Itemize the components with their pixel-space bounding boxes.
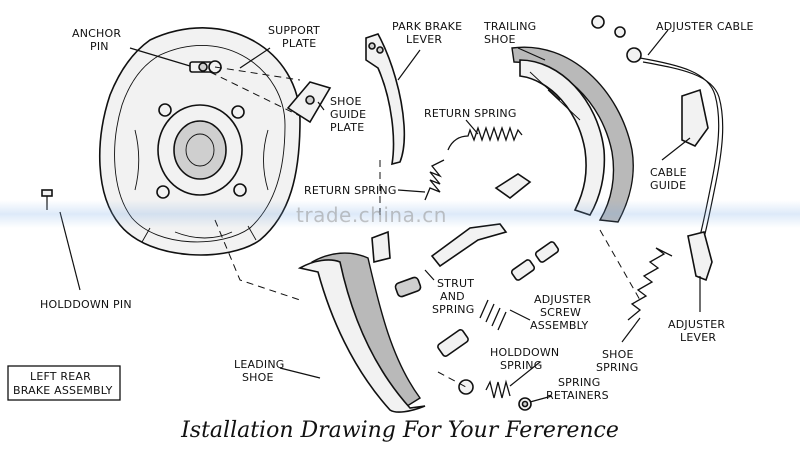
adjuster-screw-part xyxy=(437,241,560,357)
return-spring-top-part xyxy=(447,125,523,151)
label-adjuster-lever: ADJUSTER LEVER xyxy=(668,318,729,344)
label-shoe-spring: SHOE SPRING xyxy=(596,348,638,374)
label-holddown-spring: HOLDDOWN SPRING xyxy=(490,346,563,372)
label-leading-shoe: LEADING SHOE xyxy=(234,358,288,384)
caption: Istallation Drawing For Your Fererence xyxy=(181,418,619,443)
label-trailing-shoe: TRAILING SHOE xyxy=(483,20,540,46)
label-strut-and-spring: STRUT AND SPRING xyxy=(432,277,478,316)
adjuster-cable-part xyxy=(591,15,724,239)
adjuster-lever-part xyxy=(687,231,713,282)
leader-lines xyxy=(59,29,701,403)
anchor-pin-part xyxy=(189,60,222,74)
assembly-guide-lines xyxy=(209,66,641,388)
left-rear-label-box xyxy=(7,365,121,401)
label-return-spring-top: RETURN SPRING xyxy=(424,107,517,120)
label-return-spring-mid: RETURN SPRING xyxy=(304,184,397,197)
strut-part xyxy=(394,173,532,298)
label-anchor-pin: ANCHOR PIN xyxy=(72,27,125,53)
shoe-guide-plate-part xyxy=(286,81,332,124)
cable-guide-part xyxy=(681,88,709,148)
support-plate-part xyxy=(98,27,301,256)
label-support-plate: SUPPORT PLATE xyxy=(268,24,324,50)
watermark-text: trade.china.cn xyxy=(296,203,447,227)
label-spring-retainers: SPRING RETAINERS xyxy=(546,376,609,402)
holddown-pin-part xyxy=(41,189,53,210)
label-shoe-guide-plate: SHOE GUIDE PLATE xyxy=(330,95,370,134)
park-brake-lever-part xyxy=(365,33,406,166)
label-adjuster-screw-assembly: ADJUSTER SCREW ASSEMBLY xyxy=(530,293,595,332)
leading-shoe-part xyxy=(297,230,426,413)
label-left-rear-brake-assembly: LEFT REAR BRAKE ASSEMBLY xyxy=(13,370,113,397)
return-spring-mid-part xyxy=(424,159,445,201)
trailing-shoe-part xyxy=(511,46,634,223)
shoe-spring-part xyxy=(627,247,673,321)
label-adjuster-cable: ADJUSTER CABLE xyxy=(656,20,754,33)
label-holddown-pin: HOLDDOWN PIN xyxy=(40,298,132,311)
label-cable-guide: CABLE GUIDE xyxy=(650,166,691,192)
watermark-band xyxy=(0,200,800,228)
label-park-brake-lever: PARK BRAKE LEVER xyxy=(392,20,466,46)
holddown-spring-part xyxy=(458,379,532,411)
